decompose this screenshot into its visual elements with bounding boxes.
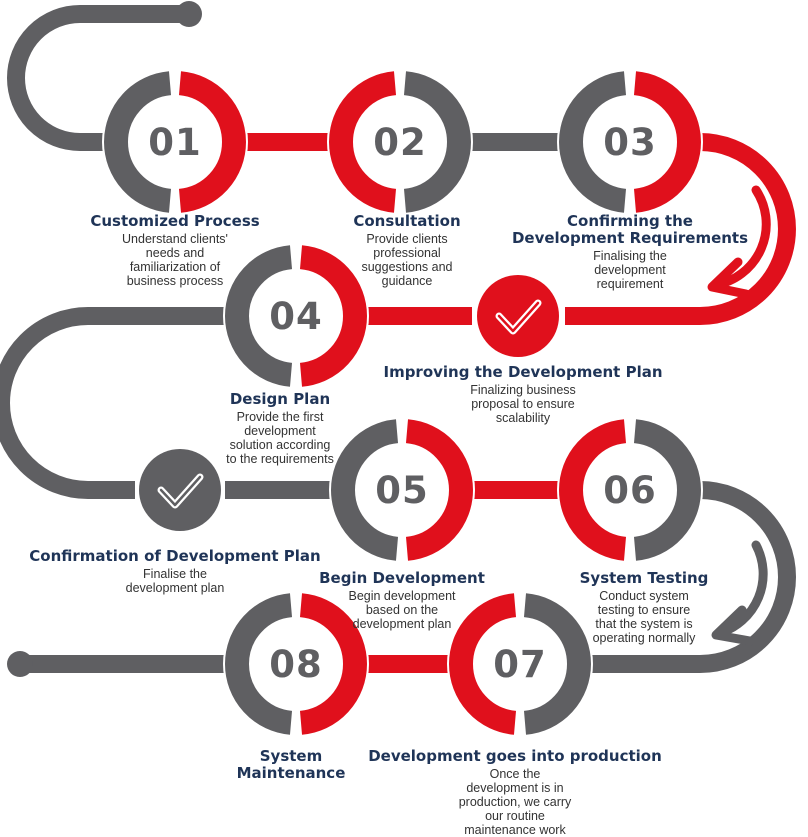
step-description: operating normally: [593, 631, 697, 645]
checkpoint-badge-2: [139, 449, 221, 531]
step-ring-03: 03: [557, 69, 703, 215]
step-ring-06: 06: [557, 417, 703, 563]
ring-left-half: [449, 593, 517, 735]
step-description: needs and: [146, 246, 204, 260]
step-number: 03: [603, 121, 657, 164]
step-ring-05: 05: [329, 417, 475, 563]
path-top-left-loop: [7, 4, 189, 151]
ring-left-half: [559, 419, 627, 561]
step-number: 08: [269, 643, 323, 686]
ring-left-half: [331, 419, 399, 561]
path-end-dot: [7, 651, 33, 677]
step-description: Finalising the: [593, 249, 667, 263]
ring-right-half: [633, 71, 701, 213]
step-title: Improving the Development Plan: [383, 363, 662, 381]
step-description: development: [244, 424, 316, 438]
ring-right-half: [403, 71, 471, 213]
step-description: Finalise the: [143, 567, 207, 581]
step-description: development is in: [466, 781, 563, 795]
step-ring-07: 07: [447, 591, 593, 737]
ring-left-half: [225, 593, 293, 735]
step-description: proposal to ensure: [471, 397, 575, 411]
step-number: 04: [269, 295, 323, 338]
step-description: that the system is: [595, 617, 692, 631]
step-number: 06: [603, 469, 657, 512]
step-description: guidance: [382, 274, 433, 288]
ring-right-half: [178, 71, 246, 213]
path-left-loop: [0, 307, 225, 499]
step-description: Finalizing business: [470, 383, 576, 397]
ring-left-half: [104, 71, 172, 213]
checkpoint-label-1: Improving the Development PlanFinalizing…: [383, 363, 662, 425]
arrowhead-1: [707, 257, 751, 299]
arrow-curve-1: [711, 185, 771, 290]
step-description: solution according: [230, 438, 331, 452]
step-description: Provide clients: [366, 232, 447, 246]
step-description: development plan: [126, 581, 225, 595]
arrow-curve-2: [715, 540, 768, 638]
step-title: Begin Development: [319, 569, 485, 587]
step-title: Confirmation of Development Plan: [29, 547, 320, 565]
step-title: Design Plan: [230, 390, 330, 408]
ring-left-half: [225, 245, 293, 387]
ring-right-half: [299, 245, 367, 387]
ring-right-half: [299, 593, 367, 735]
step-description: Provide the first: [237, 410, 324, 424]
arrowhead-2: [711, 605, 755, 646]
step-number: 02: [373, 121, 427, 164]
step-description: production, we carry: [459, 795, 572, 809]
step-ring-08: 08: [223, 591, 369, 737]
ring-right-half: [523, 593, 591, 735]
step-description: familiarization of: [130, 260, 221, 274]
checkpoint-label-2: Confirmation of Development PlanFinalise…: [29, 547, 320, 595]
ring-left-half: [559, 71, 627, 213]
step-description: to the requirements: [226, 452, 334, 466]
step-description: Once the: [490, 767, 541, 781]
step-ring-04: 04: [223, 243, 369, 389]
step-description: based on the: [366, 603, 438, 617]
path-right-loop-2: [590, 481, 796, 673]
step-title: Development goes into production: [368, 747, 662, 765]
step-description: our routine: [485, 809, 545, 823]
step-description: development plan: [353, 617, 452, 631]
step-title: Development Requirements: [512, 229, 748, 247]
step-description: suggestions and: [361, 260, 452, 274]
step-description: Begin development: [348, 589, 456, 603]
step-description: maintenance work: [464, 823, 566, 837]
checkpoint-badge-1: [477, 275, 559, 357]
step-title: Confirming the: [567, 212, 693, 230]
step-ring-01: 01: [102, 69, 248, 215]
ring-right-half: [633, 419, 701, 561]
step-description: requirement: [597, 277, 664, 291]
path-right-loop-1: [565, 133, 796, 325]
step-description: professional: [373, 246, 440, 260]
step-description: Conduct system: [599, 589, 689, 603]
step-description: development: [594, 263, 666, 277]
step-number: 07: [493, 643, 547, 686]
step-description: scalability: [496, 411, 551, 425]
step-description: Understand clients': [122, 232, 228, 246]
step-description: testing to ensure: [598, 603, 690, 617]
step-number: 05: [375, 469, 429, 512]
step-number: 01: [148, 121, 202, 164]
step-title: System Testing: [580, 569, 709, 587]
step-ring-02: 02: [327, 69, 473, 215]
step-title: Customized Process: [90, 212, 259, 230]
ring-left-half: [329, 71, 397, 213]
step-title: System: [260, 747, 322, 765]
step-title: Maintenance: [237, 764, 346, 782]
step-title: Consultation: [353, 212, 460, 230]
ring-right-half: [405, 419, 473, 561]
step-description: business process: [127, 274, 224, 288]
